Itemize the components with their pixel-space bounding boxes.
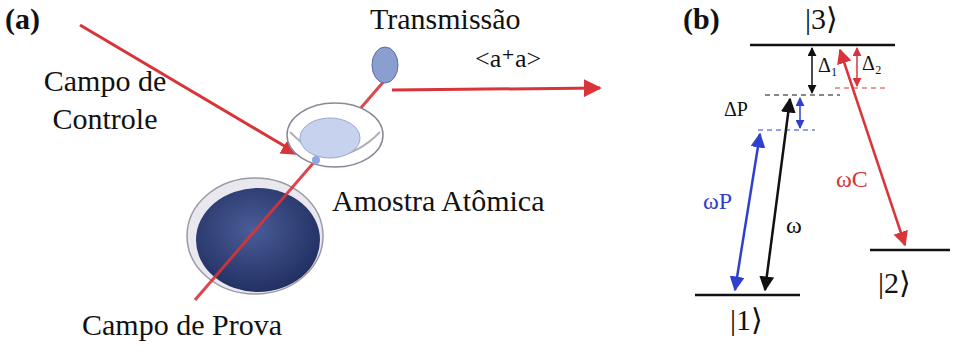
detuning-label: Δ₂ [862,52,882,75]
atomic-sample [312,156,320,164]
sample-label: Amostra Atômica [332,184,544,219]
level-label: |1⟩ [730,303,763,338]
panel-label: (a) [5,2,40,37]
level-3 [750,44,895,47]
level-label: |2⟩ [878,266,911,301]
output-label: Transmissão [370,2,521,37]
field-label: Campo de Prova [82,308,282,343]
level-label: |3⟩ [805,2,838,37]
detector [372,47,398,83]
frequency-label: ωC [836,166,868,194]
detuning-label: Δ₁ [818,54,838,77]
large-mirror [187,178,323,294]
observable-label: <a⁺a> [475,44,541,74]
virtual-level [835,88,885,89]
small-mirror [287,103,383,167]
detuning-arrow [799,98,801,128]
detuning-label: ΔP [724,98,748,121]
probe-transition [735,134,760,290]
frequency-label: ωP [703,188,732,216]
virtual-level [765,95,840,96]
detuning-arrow [856,48,858,86]
detuning-arrow [811,48,813,93]
control-transition [840,50,905,245]
level-1 [695,294,800,297]
cavity-transition [765,99,790,290]
transmission-arrow [392,88,600,90]
panel-label: (b) [683,2,720,37]
frequency-label: ω [786,212,802,240]
level-2 [870,249,950,252]
field-label: Campo de Controle [10,62,200,138]
